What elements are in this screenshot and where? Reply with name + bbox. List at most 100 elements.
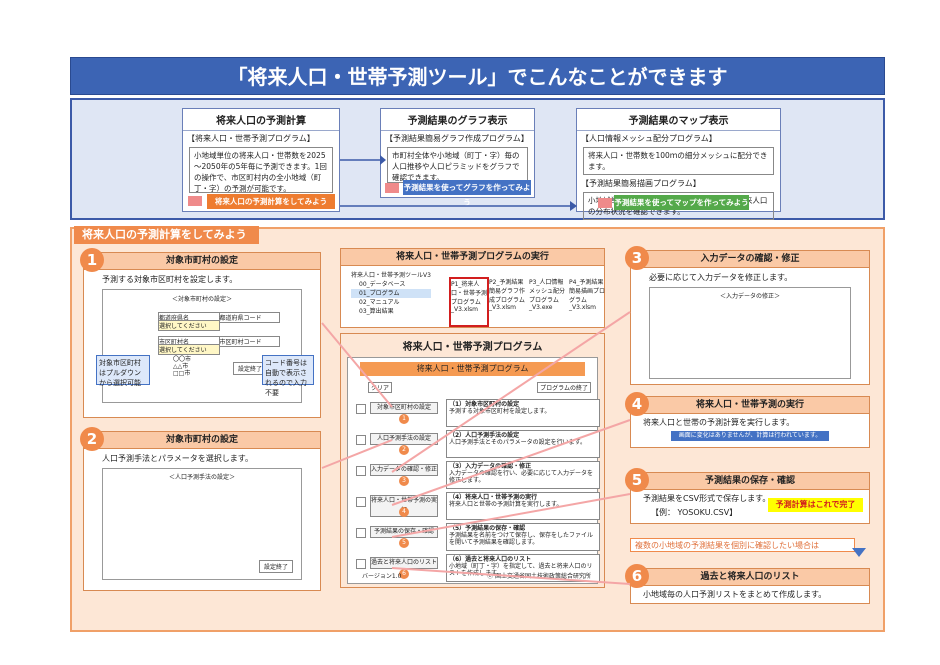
folder-item[interactable]: 02_マニュアル [359,299,400,306]
step-header: 将来人口・世帯予測の実行 [631,397,869,414]
step-3-box: 入力データの確認・修正 必要に応じて入力データを修正します。 ＜入力データの修正… [630,250,870,385]
step-number: 4 [625,392,649,416]
arrow-right-icon [188,196,202,206]
folder-item[interactable]: 03_算出結果 [359,308,394,315]
clear-button[interactable]: クリア [368,382,393,393]
step-note: 画面に変化はありませんが、計算は行われています。 [671,431,829,441]
down-arrow-icon [852,548,866,557]
card-header: 将来人口の予測計算 [183,109,339,131]
program-run-box: 将来人口・世帯予測プログラムの実行 将来人口・世帯予測ツールV3 00_データベ… [340,248,605,328]
step-example: 【例： YOSOKU.CSV】 [651,508,738,517]
step-number: 3 [625,246,649,270]
step-2-box: 対象市町村の設定 人口予測手法とパラメータを選択します。 ＜人口予測手法の設定＞… [83,431,321,591]
step-text: 人口予測手法とパラメータを選択します。 [102,454,253,463]
step-number: 2 [80,427,104,451]
prefecture-select[interactable]: 選択してください [158,320,220,331]
file-p4[interactable]: P4_予測結果簡易描画プログラム_V3.xlsm [569,279,606,311]
checkbox[interactable] [356,559,366,569]
row-title: （1）対象市区町村の設定 [449,401,520,408]
step-header: 対象市町村の設定 [84,253,320,270]
program-step-button[interactable]: 対象市区町村の設定 [370,402,438,414]
finish-button[interactable]: 設定終了 [258,560,293,573]
step-number: 1 [80,248,104,272]
callout-dropdown: 対象市区町村はプルダウンから選択可能 [96,355,150,387]
row-number: 5 [399,538,409,548]
step-header: 入力データの確認・修正 [631,251,869,268]
input-mock: ＜入力データの修正＞ [649,287,851,379]
row-desc: 予測結果を名前をつけて保存し、保存をしたファイルを開いて予測結果を確認します。 [449,532,594,546]
mock-title: ＜対象市町村の設定＞ [171,296,232,303]
file-p3[interactable]: P3_人口情報メッシュ配分プログラム_V3.exe [529,279,566,311]
checkbox[interactable] [356,466,366,476]
row-title: （3）入力データの確認・修正 [449,463,532,470]
prediction-button[interactable]: 将来人口の予測計算をしてみよう [207,194,335,209]
step-text: 予測する対象市区町村を設定します。 [102,275,238,284]
checkbox[interactable] [356,404,366,414]
card-desc: 将来人口・世帯数を100ｍの細分メッシュに配分できます。 [583,147,774,175]
card-map: 予測結果のマップ表示 【人口情報メッシュ配分プログラム】 将来人口・世帯数を10… [576,108,781,220]
step-header: 過去と将来人口のリスト [631,569,869,586]
step-text: 小地域毎の人口予測リストをまとめて作成します。 [643,590,827,599]
col-label: 市区町村名 [159,337,220,346]
program-box: 将来人口・世帯予測プログラム 将来人口・世帯予測プログラム クリア プログラムの… [340,333,605,588]
arrow-right-icon [598,198,612,208]
city-select[interactable]: 選択してください [158,344,220,355]
step-header: 将来人口・世帯予測プログラムの実行 [341,249,604,266]
row-number: 1 [399,414,409,424]
method-mock: ＜人口予測手法の設定＞ 設定終了 [102,468,302,580]
folder-item[interactable]: 00_データベース [359,281,406,288]
city-option[interactable]: △△市 [173,363,189,370]
step-1-box: 対象市町村の設定 予測する対象市区町村を設定します。 ＜対象市町村の設定＞ 都道… [83,252,321,418]
step-text: 必要に応じて入力データを修正します。 [649,273,793,282]
multi-note: 複数の小地域の予測結果を個別に確認したい場合は [630,538,855,552]
step-header: 対象市町村の設定 [84,432,320,449]
callout-code: コード番号は自動で表示されるので入力不要 [262,355,314,397]
checkbox[interactable] [356,528,366,538]
file-p2[interactable]: P2_予測結果簡易グラフ作成プログラム_V3.xlsm [489,279,526,311]
step-6-box: 過去と将来人口のリスト 小地域毎の人口予測リストをまとめて作成します。 [630,568,870,604]
step-number: 5 [625,468,649,492]
step-header: 予測結果の保存・確認 [631,473,869,490]
graph-button[interactable]: 予測結果を使ってグラフを作ってみよう [403,180,531,207]
card-program: 【予測結果簡易グラフ作成プログラム】 [385,134,529,143]
row-title: （6）過去と将来人口のリスト [449,556,532,563]
row-title: （4）将来人口・世帯予測の実行 [449,494,538,501]
step-5-box: 予測結果の保存・確認 予測結果をCSV形式で保存します。 【例： YOSOKU.… [630,472,870,524]
complete-badge: 予測計算はこれで完了 [768,498,863,512]
row-number: 2 [399,445,409,455]
city-option[interactable]: □□市 [173,370,191,377]
step-text: 予測結果をCSV形式で保存します。 [643,494,771,503]
arrow-right-icon [385,183,399,193]
file-p1[interactable]: P1_将来人口・世帯予測プログラム_V3.xlsm [449,277,489,327]
row-title: （2）人口予測手法の設定 [449,432,520,439]
row-desc: 人口予測手法とそのパラメータの設定を行います。 [449,439,587,446]
step-number: 6 [625,564,649,588]
card-header: 予測結果のグラフ表示 [381,109,534,131]
program-step-button[interactable]: 入力データの確認・修正 [370,464,438,476]
program-step-button[interactable]: 予測結果の保存・確認 [370,526,438,538]
card-connectors [340,155,577,211]
mock-title: ＜人口予測手法の設定＞ [168,474,235,481]
card-header: 予測結果のマップ表示 [577,109,780,131]
checkbox[interactable] [356,435,366,445]
row-desc: 予測する対象市区町村を設定します。 [449,408,551,415]
exit-button[interactable]: プログラムの終了 [537,382,591,393]
map-button[interactable]: 予測結果を使ってマップを作ってみよう [614,195,749,210]
city-option[interactable]: 〇〇市 [173,356,192,363]
checkbox[interactable] [356,497,366,507]
row-desc: 将来人口と世帯の予測計算を実行します。 [449,501,563,508]
folder-item[interactable]: 将来人口・世帯予測ツールV3 [351,272,431,279]
program-step-button[interactable]: 人口予測手法の設定 [370,433,438,445]
program-step-button[interactable]: 過去と将来人口のリスト [370,557,438,569]
program-header: 将来人口・世帯予測プログラム [402,342,543,353]
col-label: 都道府県名 [159,313,220,322]
row-desc: 入力データの確認を行い、必要に応じて入力データを修正します。 [449,470,594,484]
card-program: 【将来人口・世帯予測プログラム】 [187,134,315,143]
row-number: 3 [399,476,409,486]
folder-item[interactable]: 01_プログラム [351,289,431,298]
program-title: 将来人口・世帯予測プログラム [360,362,585,376]
